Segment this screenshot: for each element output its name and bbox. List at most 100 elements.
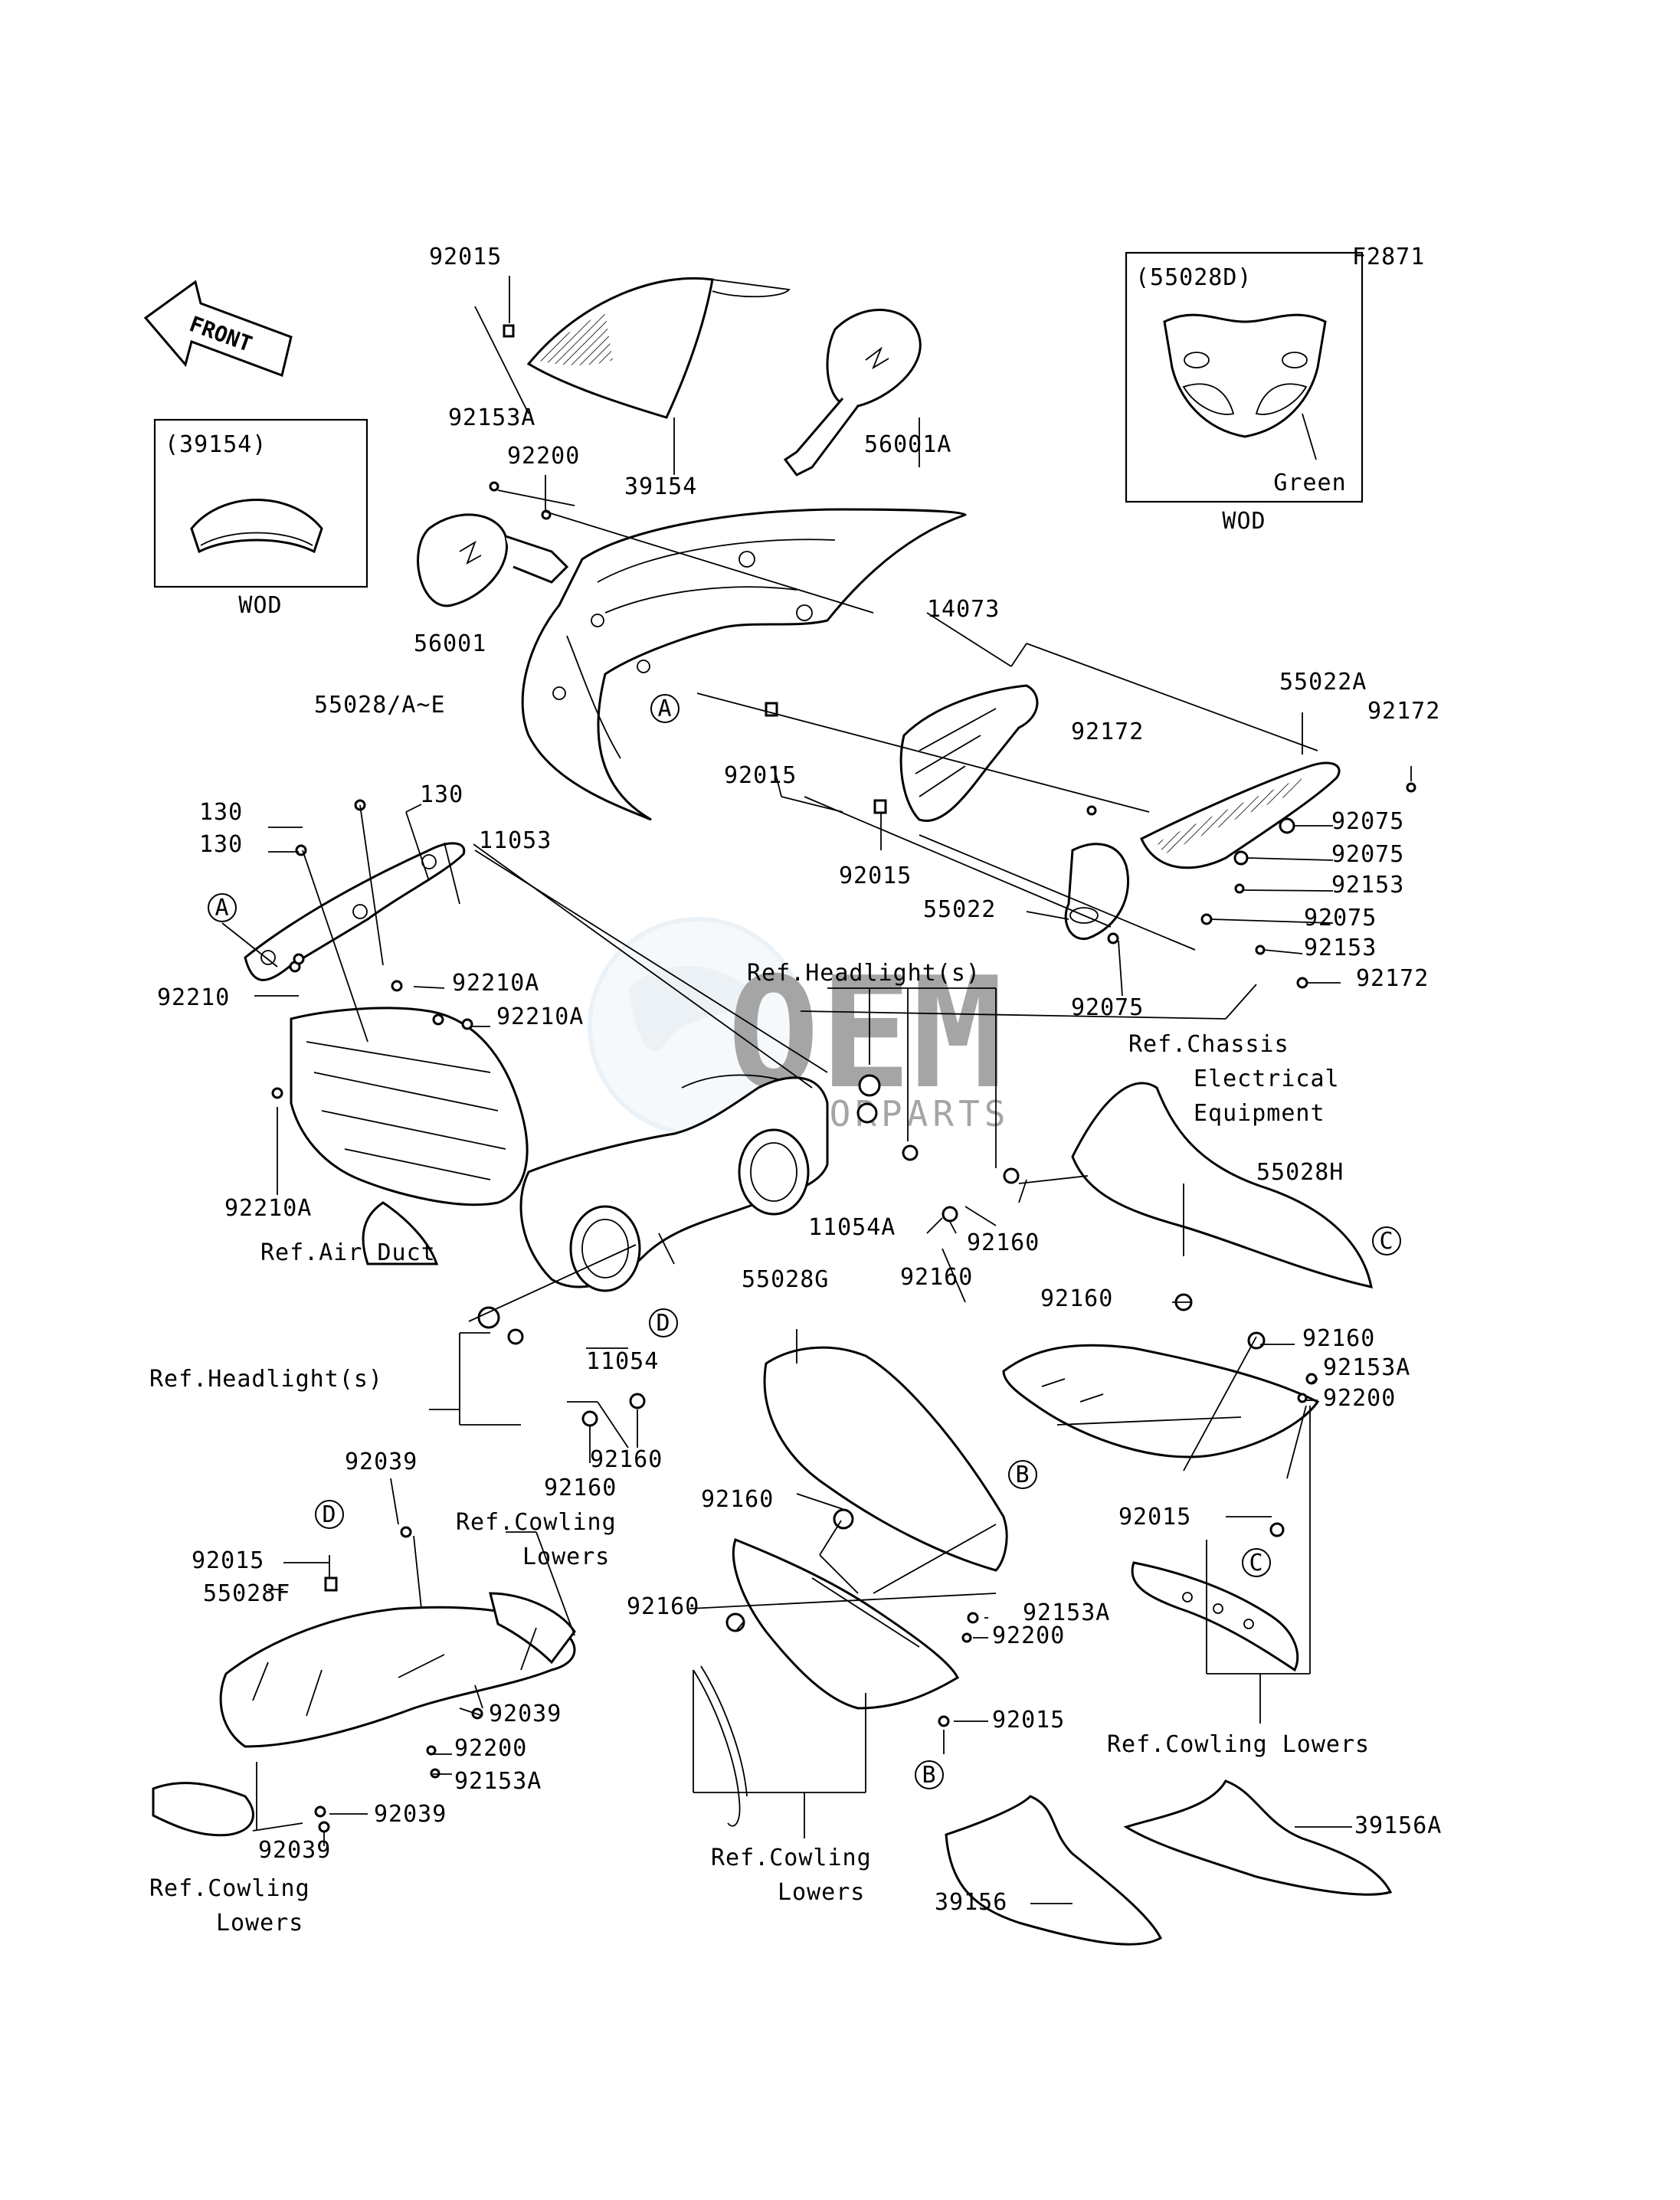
label-92153A-mid: 92153A	[1023, 1599, 1110, 1626]
figure-code: F2871	[1352, 244, 1425, 270]
callout-d-2: D	[322, 1501, 336, 1528]
ref-cowl-mid-line2: Lowers	[778, 1879, 865, 1906]
bracket-55022	[1064, 843, 1130, 940]
label-92160-a: 92160	[900, 1264, 973, 1291]
ref-chassis-line3: Equipment	[1194, 1100, 1325, 1127]
label-92160-c: 92160	[1040, 1285, 1113, 1312]
label-92200-top: 92200	[507, 443, 580, 470]
label-92039-d: 92039	[258, 1837, 331, 1864]
label-92160-g: 92160	[701, 1486, 774, 1513]
label-92210A-a: 92210A	[452, 970, 539, 997]
headlight-assembly	[519, 1074, 829, 1292]
label-92160-e: 92160	[544, 1475, 617, 1501]
label-92160-f: 92160	[590, 1446, 663, 1473]
side-cowl-55028H	[1002, 1082, 1373, 1458]
label-55022: 55022	[923, 896, 996, 923]
callout-c-2: C	[1249, 1550, 1263, 1576]
label-55028H: 55028H	[1256, 1159, 1344, 1186]
callout-a-1: A	[657, 696, 672, 722]
front-arrow-icon: FRONT	[143, 280, 293, 377]
label-92153A-right: 92153A	[1323, 1354, 1410, 1381]
ref-chassis-line1: Ref.Chassis	[1128, 1031, 1289, 1058]
callout-b-2: B	[922, 1762, 936, 1789]
bracket-14073	[899, 684, 1039, 822]
part-number-labels: 92015 92153A 92200 39154 56001A 56001 14…	[157, 244, 1442, 1916]
label-55022A: 55022A	[1279, 669, 1367, 696]
ref-cowl-bottom-left-line1: Ref.Cowling	[149, 1875, 310, 1902]
callout-d-1: D	[656, 1310, 670, 1337]
label-11053: 11053	[479, 827, 552, 854]
label-11054: 11054	[586, 1348, 659, 1375]
stay-11053	[244, 842, 466, 981]
upper-cowl	[521, 508, 967, 821]
inset-right-title: (55028D)	[1135, 264, 1253, 291]
label-92015-mid-lower: 92015	[992, 1707, 1065, 1733]
label-92160-h: 92160	[627, 1593, 699, 1620]
label-92075-a: 92075	[1331, 808, 1404, 835]
label-92015-right-lower: 92015	[1118, 1504, 1191, 1531]
label-92015-top: 92015	[429, 244, 502, 270]
ref-chassis-line2: Electrical	[1194, 1066, 1340, 1092]
air-duct-assembly	[290, 1007, 529, 1265]
ref-air-duct: Ref.Air Duct	[260, 1239, 436, 1266]
label-130-a: 130	[199, 799, 243, 826]
label-92153-a: 92153	[1331, 872, 1404, 899]
label-92160-b: 92160	[967, 1229, 1040, 1256]
label-39154: 39154	[624, 473, 697, 500]
label-55028-A-E: 55028/A~E	[314, 692, 446, 719]
label-92153A-left: 92153A	[454, 1768, 542, 1795]
bracket-cowling-lower-middle	[693, 1665, 748, 1827]
inset-right-color: Green	[1273, 470, 1346, 496]
reference-labels: Ref.Headlight(s) Ref.Headlight(s) Ref.Ai…	[149, 960, 1370, 1936]
label-92015-mid: 92015	[724, 762, 797, 789]
side-cowl-55028G	[732, 1346, 1008, 1710]
label-39156A: 39156A	[1354, 1812, 1442, 1839]
label-39156: 39156	[935, 1889, 1007, 1916]
label-92039-c: 92039	[374, 1801, 447, 1828]
label-92210: 92210	[157, 984, 230, 1011]
windshield	[526, 277, 791, 419]
ref-cowl-left-line2: Lowers	[522, 1544, 610, 1570]
label-92172-c: 92172	[1356, 965, 1429, 992]
callout-b-1: B	[1015, 1462, 1030, 1488]
callout-circles: A A B B C C D D	[208, 694, 1401, 1789]
bracket-cowling-lower-right	[1131, 1561, 1299, 1672]
label-92200-left: 92200	[454, 1735, 527, 1762]
label-92160-d: 92160	[1302, 1325, 1375, 1352]
label-92172-a: 92172	[1071, 719, 1144, 745]
label-92039-a: 92039	[345, 1449, 418, 1475]
inset-windshield-39154: (39154) WOD	[153, 418, 368, 619]
callout-c-1: C	[1379, 1228, 1393, 1255]
label-56001A: 56001A	[864, 431, 951, 458]
ref-cowl-right: Ref.Cowling Lowers	[1107, 1731, 1370, 1758]
label-92200-mid: 92200	[992, 1622, 1065, 1649]
inset-upper-cowl-55028D: (55028D) Green WOD	[1125, 251, 1364, 535]
callout-a-2: A	[215, 895, 229, 922]
inset-left-title: (39154)	[165, 431, 267, 458]
cover-39156	[945, 1795, 1162, 1946]
ref-headlight-top: Ref.Headlight(s)	[747, 960, 981, 987]
label-92039-b: 92039	[489, 1701, 562, 1727]
inset-right-caption: WOD	[1222, 508, 1266, 535]
label-92075-d: 92075	[1071, 994, 1144, 1021]
label-92200-right: 92200	[1323, 1385, 1396, 1412]
inner-panel-55022A	[1140, 761, 1341, 869]
ref-cowl-bottom-left-line2: Lowers	[216, 1910, 303, 1936]
inset-left-caption: WOD	[238, 592, 282, 619]
label-92210A-c: 92210A	[224, 1195, 312, 1222]
ref-cowl-left-line1: Ref.Cowling	[456, 1509, 617, 1536]
mirror-left-56001	[417, 513, 569, 607]
ref-cowl-mid-line1: Ref.Cowling	[711, 1845, 872, 1871]
label-11054A: 11054A	[808, 1214, 896, 1241]
label-92075-c: 92075	[1304, 905, 1377, 931]
leader-lines	[221, 276, 1412, 1904]
label-92015-right: 92015	[839, 863, 912, 889]
side-cowl-55028F	[152, 1592, 576, 1837]
label-130-b: 130	[420, 781, 463, 808]
label-92075-b: 92075	[1331, 841, 1404, 868]
label-55028F: 55028F	[203, 1580, 290, 1607]
label-14073: 14073	[927, 596, 1000, 623]
label-130-c: 130	[199, 831, 243, 858]
label-92015-left: 92015	[192, 1547, 264, 1574]
fasteners	[271, 324, 1416, 1833]
